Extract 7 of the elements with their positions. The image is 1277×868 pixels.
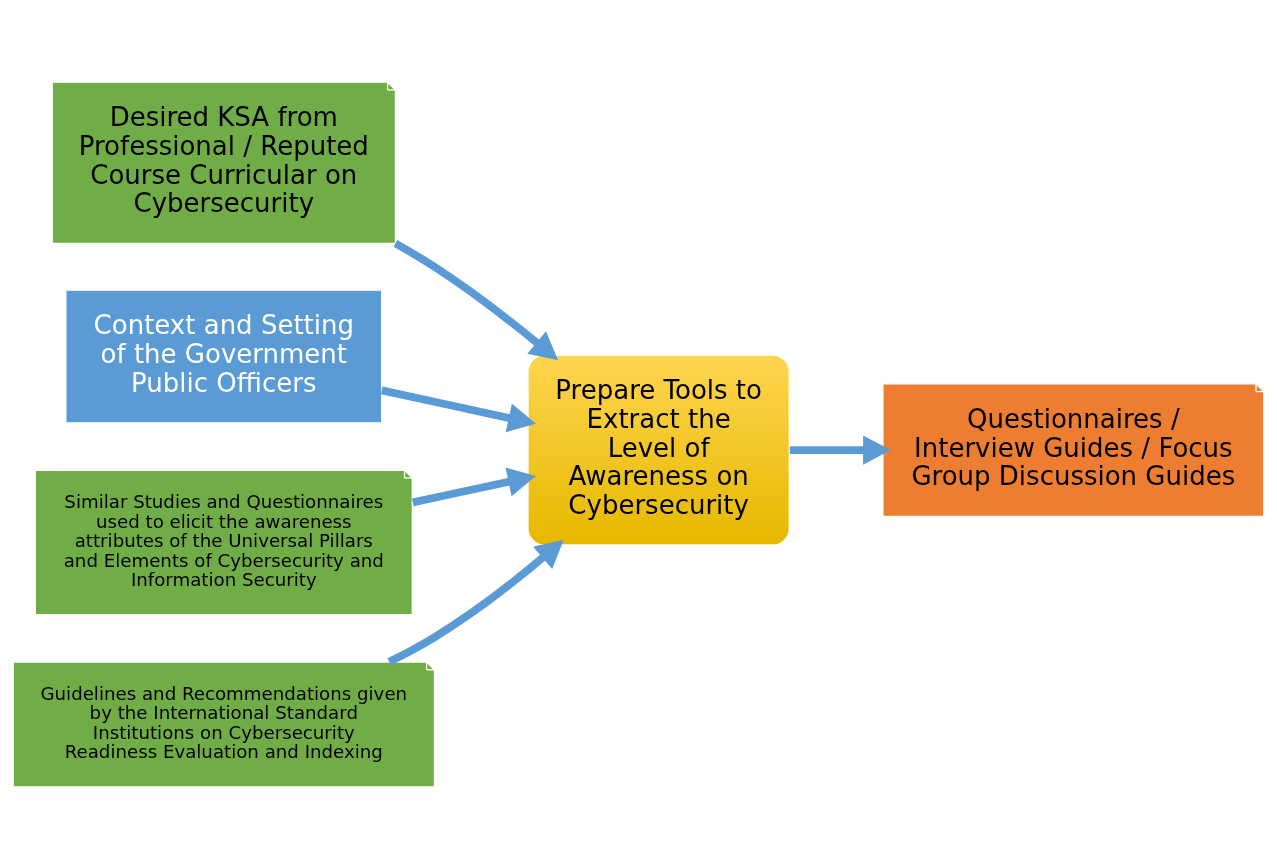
- arrow: [387, 539, 564, 665]
- arrow: [393, 239, 559, 360]
- node-box: Context and Setting of the Government Public Officers: [65, 289, 383, 423]
- arrow: [380, 386, 537, 432]
- node-box: Prepare Tools to Extract the Level of Awareness on Cybersecurity: [527, 354, 790, 546]
- arrow: [789, 434, 891, 465]
- arrow: [412, 467, 536, 506]
